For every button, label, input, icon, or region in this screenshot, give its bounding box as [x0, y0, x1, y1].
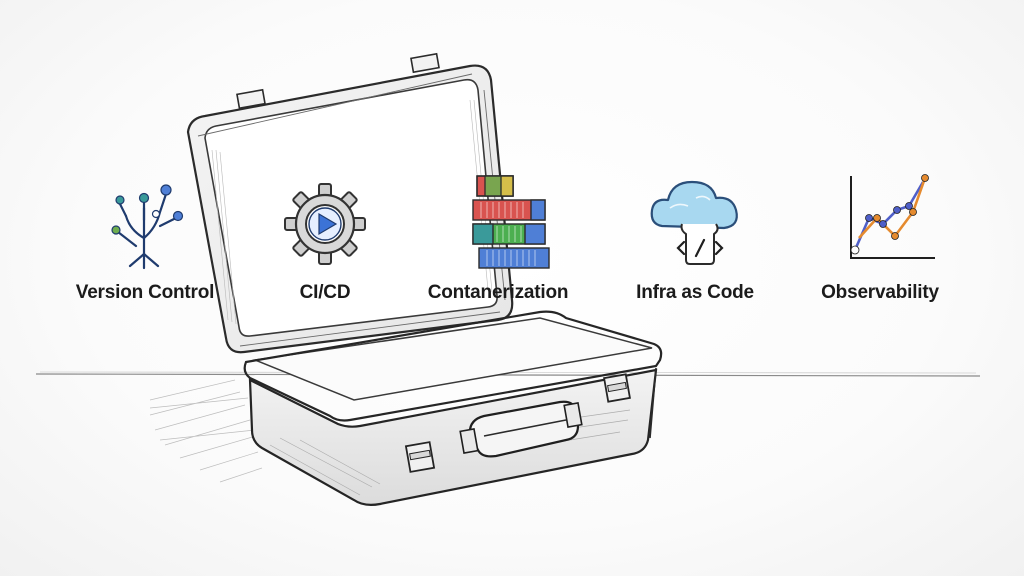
tool-label-infra-as-code: Infra as Code [636, 282, 754, 303]
tool-label-observability: Observability [821, 282, 939, 303]
tool-label-containerization: Contanerization [427, 282, 569, 303]
tool-label-version-control: Version Control [75, 282, 215, 303]
gear-play-icon [284, 183, 366, 265]
tool-infra-as-code: Infra as Code [610, 168, 780, 304]
floor-line [35, 373, 981, 377]
tool-label-ci-cd: CI/CD [299, 282, 351, 303]
tool-observability: Observability [795, 168, 965, 304]
tool-containerization: Contanerization [413, 168, 583, 304]
briefcase-base [243, 310, 663, 506]
git-branch-tree-icon [111, 184, 184, 270]
shipping-containers-icon [472, 175, 550, 269]
tool-version-control: Version Control [60, 168, 230, 304]
cloud-code-icon [650, 180, 738, 265]
line-chart-icon [850, 174, 935, 259]
tool-ci-cd: CI/CD [240, 168, 410, 304]
ground-shadow [149, 379, 263, 483]
